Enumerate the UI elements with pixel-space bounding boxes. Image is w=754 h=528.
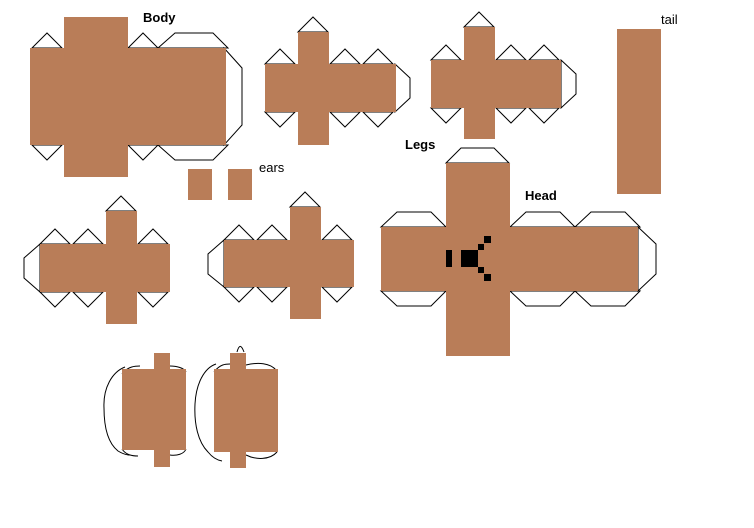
leg-piece [429, 11, 577, 139]
leg-tab [527, 107, 561, 124]
body-tab [156, 32, 230, 49]
leg-face [224, 240, 354, 287]
leg-tab [104, 195, 138, 212]
leg-tab [222, 286, 256, 303]
head-tab [508, 290, 577, 307]
hand-drawn-tab-outline [245, 362, 277, 371]
nose-mark [461, 250, 478, 267]
leg-tab [394, 62, 411, 114]
bottom-piece-right [194, 345, 278, 468]
hand-drawn-tab-outline [103, 366, 131, 456]
head-face-features [446, 236, 491, 281]
head-piece [379, 147, 657, 356]
leg-tab [23, 242, 41, 294]
leg-tab [320, 224, 354, 241]
head-tab [379, 211, 448, 228]
ear-piece [188, 169, 212, 200]
bottom-piece-left [103, 353, 187, 467]
whisker-mark [478, 244, 484, 250]
leg-face [40, 244, 170, 292]
leg-face [431, 60, 561, 108]
whisker-mark [484, 236, 491, 243]
leg-tab [494, 107, 528, 124]
leg-tab [560, 58, 577, 110]
leg-tab [494, 44, 528, 61]
legs-label: Legs [405, 137, 436, 152]
head-tab [637, 225, 657, 293]
leg-piece [207, 191, 354, 319]
head-tab [573, 211, 642, 228]
ears-label: ears [259, 160, 285, 175]
leg-tab [71, 291, 105, 308]
hand-drawn-tab-outline [236, 345, 245, 353]
body-tab [30, 144, 64, 161]
ear-piece [228, 169, 252, 200]
leg-face [265, 64, 396, 112]
whisker-mark [484, 274, 491, 281]
body-tab [223, 46, 243, 147]
bottom-face [122, 369, 186, 450]
hand-drawn-tab-outline [194, 363, 223, 462]
leg-piece [263, 16, 411, 145]
leg-tab [527, 44, 561, 61]
leg-tab [361, 48, 395, 65]
leg-tab [207, 238, 225, 289]
hand-drawn-tab-outline [169, 448, 187, 456]
leg-tab [255, 286, 289, 303]
leg-tab [38, 228, 72, 245]
body-tab [156, 144, 230, 161]
leg-tab [320, 286, 354, 303]
head-tab [573, 290, 642, 307]
leg-tab [429, 107, 463, 124]
leg-tab [71, 228, 105, 245]
body-label: Body [143, 10, 176, 25]
tail-piece [617, 29, 661, 194]
leg-tab [429, 44, 463, 61]
head-tab [379, 290, 448, 307]
leg-tab [361, 111, 395, 128]
body-tab [126, 32, 160, 49]
head-face [381, 227, 638, 291]
leg-tab [288, 191, 322, 208]
leg-tab [296, 16, 330, 33]
bottom-face [214, 369, 278, 452]
leg-tab [222, 224, 256, 241]
hand-drawn-tab-outline [245, 451, 278, 459]
leg-tab [462, 11, 496, 28]
leg-tab [263, 111, 297, 128]
leg-tab [328, 48, 362, 65]
leg-tab [38, 291, 72, 308]
head-tab [508, 211, 577, 228]
leg-tab [136, 228, 170, 245]
tail-label: tail [661, 12, 678, 27]
eye-mark [446, 250, 452, 267]
body-tab [126, 144, 160, 161]
body-face [30, 48, 226, 145]
whisker-mark [478, 267, 484, 273]
leg-piece [23, 195, 170, 324]
body-tab [30, 32, 64, 49]
leg-tab [136, 291, 170, 308]
hand-drawn-tab-outline [121, 448, 139, 457]
leg-tab [328, 111, 362, 128]
body-piece [30, 17, 243, 177]
head-label: Head [525, 188, 557, 203]
leg-tab [263, 48, 297, 65]
head-tab [444, 147, 511, 164]
leg-tab [255, 224, 289, 241]
